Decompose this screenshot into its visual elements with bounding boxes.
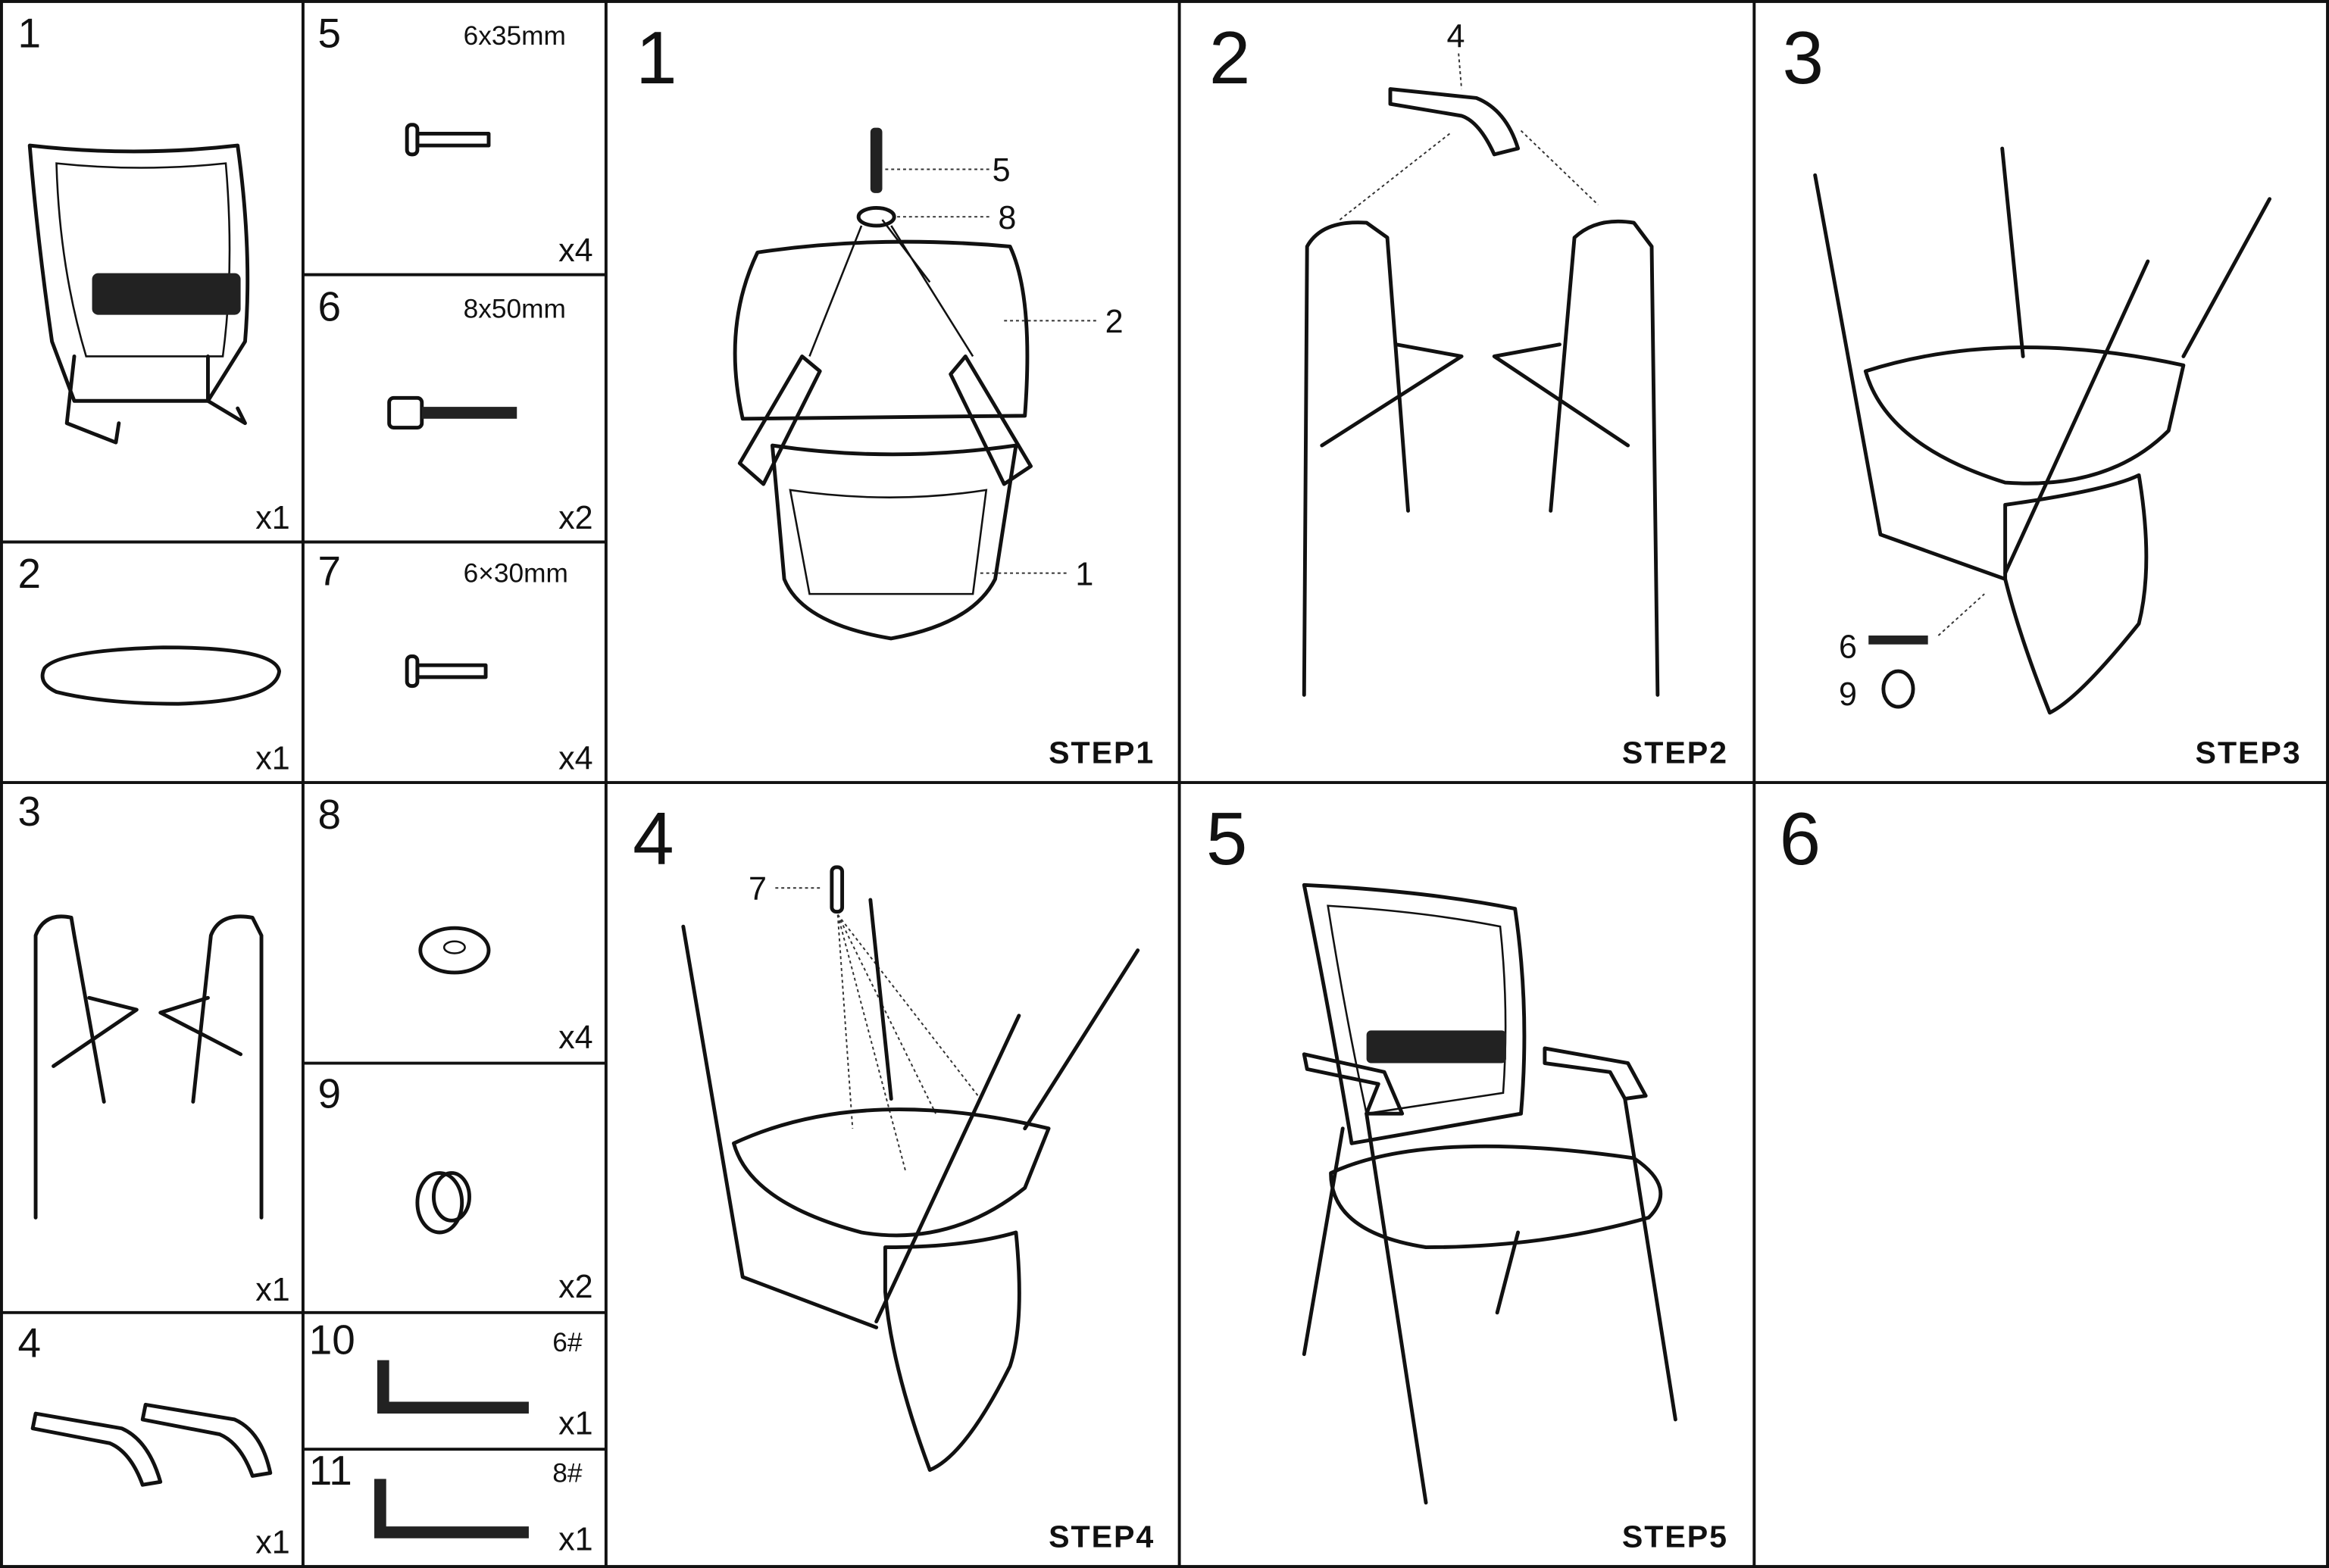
part-qty: x2	[558, 500, 593, 536]
part-qty: x1	[255, 1524, 290, 1560]
callout-8: 8	[998, 200, 1016, 236]
callout-9: 9	[1839, 676, 1857, 713]
step-number: 5	[1206, 797, 1248, 880]
part-2-seat: 2 x1	[18, 550, 290, 776]
step-label: STEP3	[2196, 736, 2302, 770]
allen-key-illustration	[374, 1479, 529, 1538]
washer-illustration	[418, 926, 491, 975]
part-number: 8	[318, 791, 342, 838]
part-number: 9	[318, 1070, 342, 1117]
seat-illustration	[40, 645, 282, 706]
part-5-bolt: 5 6x35mm x4	[318, 10, 593, 269]
callout-7: 7	[749, 871, 767, 907]
callout-5: 5	[993, 152, 1011, 189]
step-4-illustration: 7	[681, 865, 1140, 1473]
part-11-allen-key: 11 8# x1	[309, 1447, 593, 1557]
part-spec: 6#	[552, 1328, 583, 1357]
part-qty: x1	[255, 740, 290, 776]
step-label: STEP4	[1049, 1520, 1155, 1554]
step-number: 6	[1780, 797, 1821, 880]
leg-frames-illustration	[33, 914, 264, 1220]
part-qty: x1	[255, 1272, 290, 1308]
part-1-backrest: 1 x1	[18, 10, 290, 536]
part-number: 3	[18, 788, 42, 835]
part-number: 5	[318, 10, 342, 57]
cap-illustration	[415, 1171, 471, 1235]
step-5-illustration	[1302, 882, 1677, 1505]
step-2-panel: 2 STEP2 4	[1209, 16, 1728, 770]
step-6-panel: 6	[1780, 797, 1821, 880]
armrests-illustration	[30, 1402, 273, 1487]
part-spec: 8#	[552, 1458, 583, 1488]
step-label: STEP1	[1049, 736, 1155, 770]
step-number: 3	[1783, 16, 1824, 99]
part-qty: x4	[558, 233, 593, 269]
step-number: 4	[633, 797, 674, 880]
part-7-bolt: 7 6×30mm x4	[318, 547, 593, 776]
bolt-illustration	[405, 123, 491, 157]
part-qty: x1	[255, 500, 290, 536]
callout-4: 4	[1446, 19, 1465, 55]
part-number: 6	[318, 283, 342, 330]
part-number: 7	[318, 547, 342, 594]
part-10-allen-key: 10 6# x1	[309, 1317, 593, 1442]
part-number: 11	[309, 1447, 352, 1494]
callout-1: 1	[1075, 556, 1093, 592]
part-spec: 6×30mm	[464, 558, 568, 588]
part-number: 4	[18, 1320, 42, 1367]
part-spec: 6x35mm	[464, 21, 566, 51]
part-spec: 8x50mm	[464, 294, 566, 323]
step-3-panel: 3 STEP3 6 9	[1783, 16, 2302, 770]
step-3-illustration: 6 9	[1813, 146, 2272, 715]
step-label: STEP5	[1622, 1520, 1728, 1554]
part-qty: x2	[558, 1269, 593, 1305]
step-1-illustration: 5 8 2 1	[733, 127, 1124, 641]
step-4-panel: 4 STEP4 7	[633, 797, 1155, 1554]
part-qty: x4	[558, 1020, 593, 1056]
callout-2: 2	[1105, 304, 1124, 340]
part-qty: x1	[558, 1521, 593, 1557]
part-number: 2	[18, 550, 42, 597]
part-qty: x1	[558, 1406, 593, 1442]
part-4-armrests: 4 x1	[18, 1320, 290, 1561]
part-6-hex-bolt: 6 8x50mm x2	[318, 283, 593, 536]
backrest-illustration	[27, 143, 250, 445]
step-number: 1	[636, 16, 677, 99]
step-label: STEP2	[1622, 736, 1728, 770]
part-qty: x4	[558, 740, 593, 776]
part-9-cap: 9 x2	[318, 1070, 593, 1305]
bolt-illustration	[405, 654, 488, 689]
part-number: 1	[18, 10, 42, 57]
step-2-illustration: 4	[1302, 19, 1660, 697]
part-number: 10	[309, 1317, 355, 1363]
step-5-panel: 5 STEP5	[1206, 797, 1728, 1554]
step-number: 2	[1209, 16, 1251, 99]
part-8-washer: 8 x4	[318, 791, 593, 1056]
step-1-panel: 1 STEP1 5 8 2 1	[636, 16, 1155, 770]
callout-6: 6	[1839, 629, 1857, 665]
allen-key-illustration	[377, 1360, 529, 1414]
hex-bolt-illustration	[387, 395, 517, 429]
part-3-leg-frames: 3 x1	[18, 788, 290, 1308]
